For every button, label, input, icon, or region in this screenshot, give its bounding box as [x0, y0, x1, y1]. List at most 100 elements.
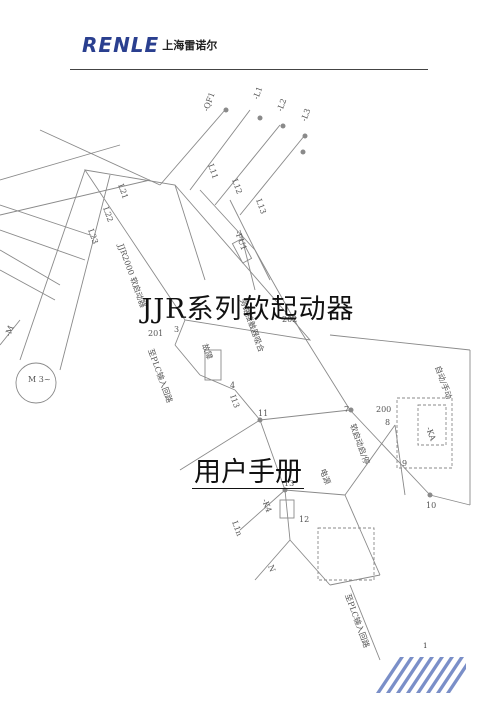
schematic-line: [59, 174, 111, 371]
label-201: 201: [148, 329, 163, 338]
label-to-plc: 至PLC输入回路: [146, 347, 175, 404]
terminal-dot: [223, 107, 229, 113]
label-3: 3: [174, 325, 179, 334]
schematic-line: [234, 389, 261, 421]
label-ka: -KA: [424, 426, 437, 443]
schematic-line: [0, 179, 151, 216]
fuse-symbol: [231, 238, 253, 264]
stripe: [406, 657, 434, 693]
label-l2: -L2: [275, 97, 288, 112]
logo-company-name: 上海雷诺尔: [162, 39, 218, 52]
label-l1n: L1n: [230, 520, 244, 538]
terminal-dot: [280, 123, 286, 129]
schematic-line: [254, 539, 291, 581]
label-12: 12: [299, 515, 309, 524]
terminal-dot: [257, 115, 263, 121]
label-i13: I13: [228, 394, 241, 410]
schematic-line: [284, 489, 346, 496]
document-subtitle: 用户手册: [0, 450, 496, 489]
label-motor-ref: -M: [3, 324, 15, 337]
stripe: [426, 657, 454, 693]
schematic-line: [0, 249, 61, 286]
schematic-line: [259, 409, 351, 421]
schematic-line: [174, 344, 201, 376]
schematic-line: [179, 419, 261, 471]
schematic-line: [174, 319, 186, 346]
schematic-line: [254, 249, 301, 331]
schematic-line: [199, 374, 236, 391]
label-l23: L23: [86, 228, 100, 246]
schematic-line: [174, 184, 206, 281]
schematic-line: [429, 494, 471, 506]
stripe: [446, 663, 466, 693]
schematic-line: [199, 189, 256, 251]
dashed-plc-box: [317, 527, 375, 581]
schematic-line: [299, 329, 351, 411]
company-logo: RENLE 上海雷诺尔: [82, 33, 217, 57]
schematic-line: [329, 334, 471, 351]
label-l13: L13: [254, 198, 268, 216]
label-200: 200: [376, 405, 391, 414]
label-l3: -L3: [299, 107, 312, 122]
stripe: [386, 657, 414, 693]
label-n: N: [266, 564, 277, 574]
label-11: 11: [258, 409, 268, 418]
schematic-line: [284, 489, 291, 541]
schematic-line: [19, 169, 86, 361]
schematic-line: [229, 199, 271, 281]
label-to-plc-2: 至PLC输入回路: [343, 592, 372, 649]
schematic-line: [159, 109, 226, 186]
schematic-line: [0, 319, 21, 346]
label-4: 4: [230, 381, 235, 390]
schematic-line: [349, 584, 381, 661]
label-qf1: -QF1: [201, 91, 216, 113]
contact-symbol: [204, 349, 222, 381]
motor-symbol: [15, 362, 57, 404]
label-13: 13: [284, 479, 294, 488]
header-rule: [70, 69, 428, 70]
terminal-dot: [282, 487, 288, 493]
schematic-line: [0, 229, 86, 261]
label-7: 7: [344, 405, 349, 414]
schematic-box: [84, 169, 312, 341]
terminal-dot: [302, 133, 308, 139]
schematic-line: [259, 419, 286, 491]
label-motor: M 3~: [28, 375, 51, 384]
label-l22: L22: [101, 206, 115, 224]
label-l12: L12: [230, 178, 244, 196]
schematic-line: [0, 204, 91, 236]
document-title: JJR系列软起动器: [141, 294, 355, 325]
relay-coil-symbol: [279, 499, 295, 519]
dashed-auto-manual-box: [396, 397, 453, 469]
stripe: [376, 657, 404, 693]
schematic-line: [214, 124, 281, 206]
schematic-line: [239, 489, 286, 531]
terminal-dot: [257, 417, 263, 423]
label-9: 9: [402, 459, 407, 468]
corner-stripes-decoration: [376, 657, 466, 693]
schematic-line: [344, 494, 381, 576]
label-202: 202: [282, 315, 297, 324]
schematic-line: [189, 109, 251, 191]
schematic-line: [0, 269, 56, 301]
schematic-line: [289, 539, 331, 586]
terminal-dot: [348, 407, 354, 413]
label-k4: -K4: [260, 498, 273, 514]
schematic-line: [239, 134, 306, 216]
label-fault: 故障: [200, 342, 215, 360]
document-subtitle-text: 用户手册: [192, 457, 304, 489]
terminal-dot: [427, 492, 433, 498]
page-number: 1: [423, 642, 428, 650]
schematic-line: [349, 409, 431, 496]
schematic-line: [0, 144, 121, 181]
label-10: 10: [426, 501, 436, 510]
schematic-line: [239, 229, 256, 291]
label-8: 8: [385, 418, 390, 427]
stripe: [416, 657, 444, 693]
terminal-dot: [300, 149, 306, 155]
label-auto-manual: 自动/手动: [433, 364, 454, 400]
logo-mark: RENLE: [82, 33, 160, 57]
stripe: [396, 657, 424, 693]
label-l11: L11: [206, 163, 220, 181]
